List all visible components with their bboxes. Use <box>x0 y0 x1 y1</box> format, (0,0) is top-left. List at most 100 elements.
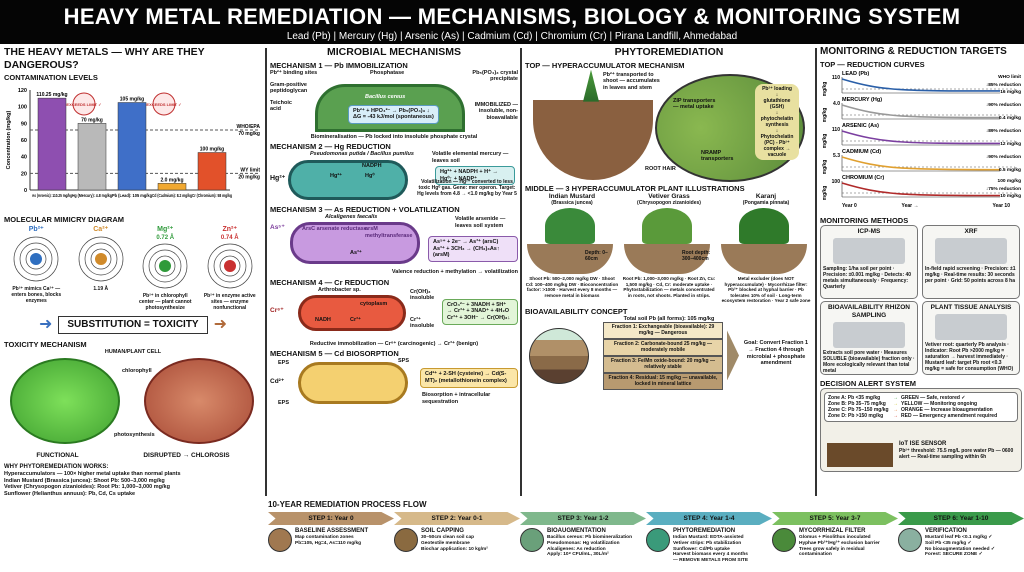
plant-notes: Root Pb: 1,000–3,000 mg/kg · Root Zn, Cu… <box>622 276 716 298</box>
x-tick-label: Year 0 <box>842 203 857 209</box>
y-tick-label: 20 <box>21 172 27 178</box>
label: Pb₅(PO₄)₃ crystal precipitate <box>472 69 518 83</box>
methods-title: MONITORING METHODS <box>820 216 909 226</box>
reference-label: WHO/EPA <box>236 124 260 130</box>
final-value-label: 0.4 mg/kg <box>999 115 1021 121</box>
monitoring-method-card: PLANT TISSUE ANALYSIS Vetiver root: quart… <box>922 301 1020 376</box>
zip-label: ZIP transporters — metal uptake <box>673 97 716 111</box>
step-arrow: STEP 1: Year 0 <box>268 512 394 525</box>
bacterium-illustration <box>288 160 408 201</box>
volatile-label: Volatile arsenide — leaves soil system <box>455 216 506 229</box>
step-detail: Trees grow safely in residual contaminat… <box>799 546 865 558</box>
why-title: WHY PHYTOREMEDIATION WORKS: <box>4 463 109 470</box>
atom-symbol: Mg²⁺ <box>157 226 174 234</box>
atom-orbit-icon <box>13 236 59 282</box>
divider <box>815 48 817 496</box>
root-depth-label: Depth: 0–60cm <box>585 250 608 263</box>
x-tick-label: Pb (Lead): 105 mg/kg <box>112 193 152 198</box>
soil-fraction: Fraction 3: Fe/Mn oxide-bound: 20 mg/kg … <box>603 356 723 374</box>
organism-label: Pseudomonas putida / Bacillus pumilus <box>310 151 414 158</box>
pathway-step: Pb²⁺ loading <box>762 85 792 92</box>
step-detail: Apply: 10⁸ CFU/mL, 30L/m² <box>547 552 609 558</box>
x-tick-label: Year 10 <box>992 203 1010 209</box>
final-value-label: 12 mg/kg <box>1000 141 1021 147</box>
zone-range: Zone D: Pb >150 mg/kg <box>828 413 884 420</box>
label: Teichoic acid <box>270 99 292 113</box>
zone-range: Zone C: Pb 75–150 mg/kg <box>828 407 889 414</box>
process-flow: 10-YEAR REMEDIATION PROCESS FLOW STEP 1:… <box>268 500 1024 572</box>
step-detail: Vetiver strips: Pb stabilization <box>673 540 742 546</box>
ion-label: Hg²⁺ <box>270 175 286 183</box>
instrument-illustration <box>833 237 905 264</box>
atom-caption: 1.19 Å <box>93 285 109 292</box>
label: SPS <box>398 358 410 365</box>
limit-label: WHO limit <box>998 74 1021 80</box>
zone-range: Zone B: Pb 35–75 mg/kg <box>828 401 886 408</box>
microbial-section: MICROBIAL MECHANISMS MECHANISM 1 — Pb IM… <box>270 46 518 496</box>
pathway-step: Phytochelatin (PC) - Pb²⁺ complex → vacu… <box>760 133 794 158</box>
plant-notes: Metal excluder (does NOT hyperaccumulate… <box>721 276 811 304</box>
plant-latin-name: (Chrysopogon zizanioides) <box>637 200 701 207</box>
alert-panel: Zone A: Pb <35 mg/kg→GREEN — Safe, resto… <box>820 388 1022 473</box>
data-label: 105 mg/kg <box>120 97 144 103</box>
method-text: Vetiver root: quarterly Pb analysis · In… <box>925 341 1014 372</box>
chlorophyll-label: chlorophyll <box>122 367 152 374</box>
alert-zone-row: Zone B: Pb 35–75 mg/kg→YELLOW — Monitori… <box>828 401 1014 407</box>
step-arrow: STEP 6: Year 1-10 <box>898 512 1024 525</box>
equation: As⁵⁺ + 2e⁻ → As³⁺ (arsC) <box>433 239 499 246</box>
plant-notes: Shoot Pb: 500–2,000 mg/kg DW · Shoot Cd:… <box>525 276 619 298</box>
soil-fraction: Fraction 4: Residual: 15 mg/kg — unavail… <box>603 373 723 391</box>
arrow-icon: ➜ <box>213 316 228 334</box>
phytoremediation-section: PHYTOREMEDIATION TOP — HYPERACCUMULATOR … <box>525 46 813 496</box>
step-detail: Forest: SECURE ZONE ✓ <box>925 552 983 558</box>
y-max-label: 110 <box>832 127 840 133</box>
data-label: 70 mg/kg <box>81 118 103 124</box>
step-icon <box>520 528 544 552</box>
why-line: Indian Mustard (Brassica juncea): Shoot … <box>4 477 165 484</box>
page-title: HEAVY METAL REMEDIATION — MECHANISMS, BI… <box>63 4 961 29</box>
reference-label: WY limit <box>240 168 260 174</box>
step-title: BASELINE ASSESSMENT <box>295 528 369 534</box>
atom-row: Pb²⁺Pb²⁺ mimics Ca²⁺ — enters bones, blo… <box>4 226 262 311</box>
method-text: Extracts soil pore water · Measures SOLU… <box>823 349 915 374</box>
stamp-text: EXCEEDS LIMIT ✓ <box>146 102 181 107</box>
step-arrow: STEP 2: Year 0-1 <box>394 512 520 525</box>
equation: ΔG = -43 kJ/mol (spontaneous) <box>353 114 434 121</box>
label: EPS <box>278 360 290 367</box>
label: Pb²⁺ binding sites <box>270 69 318 76</box>
alert-title: DECISION ALERT SYSTEM <box>820 379 916 389</box>
curve-title: LEAD (Pb) <box>842 71 869 77</box>
alert-zone-row: Zone C: Pb 75–150 mg/kg→ORANGE — Increas… <box>828 407 1014 413</box>
divider <box>520 48 522 496</box>
step-detail: Bacillus cereus: Pb biomineralization <box>547 535 633 541</box>
label: Gram-positive peptidoglycan <box>270 81 308 95</box>
step-detail: Pseudomonas: Hg volatilization <box>547 540 620 546</box>
reduction-curve <box>841 130 1001 145</box>
equation-box: As⁵⁺ + 2e⁻ → As³⁺ (arsC)As³⁺ + 3CH₃ → (C… <box>428 236 518 262</box>
bioavailability-title: BIOAVAILABILITY CONCEPT <box>525 306 628 316</box>
section-title: MICROBIAL MECHANISMS <box>327 46 461 58</box>
step-icon <box>772 528 796 552</box>
why-line: Sunflower (Helianthus annuus): Pb, Cd, C… <box>4 490 136 497</box>
step-detail: Soil Pb <35 mg/kg ✓ <box>925 540 972 546</box>
x-tick-label: As (Arsenic): 110.25 mg/kg <box>32 193 72 198</box>
disrupted-cell-illustration <box>144 357 254 444</box>
atom-caption: Pb²⁺ in chlorophyll center — plant canno… <box>138 293 192 312</box>
step-icon <box>898 528 922 552</box>
atom-caption: Pb²⁺ in enzyme active sites — enzyme non… <box>203 293 256 312</box>
why-line: Vetiver (Chrysopogon zizanioides): Root … <box>4 484 170 491</box>
label: Hg⁰ <box>365 173 375 180</box>
atom-diagram: Pb²⁺Pb²⁺ mimics Ca²⁺ — enters bones, blo… <box>6 226 66 311</box>
x-tick-label: Hg (Mercury): 4.8 mg/kg <box>72 193 112 198</box>
arrow-icon: → <box>893 401 898 408</box>
step-detail: 30–50cm clean soil cap <box>421 535 475 541</box>
method-title: XRF <box>964 228 978 236</box>
soil-fraction: Fraction 1: Exchangeable (bioavailable):… <box>603 322 723 340</box>
final-value-label: 0.5 mg/kg <box>999 167 1021 173</box>
method-title: PLANT TISSUE ANALYSIS <box>930 304 1012 312</box>
plant-latin-name: (Brassica juncea) <box>551 200 593 207</box>
caption: Biomineralisation — Pb locked into insol… <box>310 133 478 140</box>
